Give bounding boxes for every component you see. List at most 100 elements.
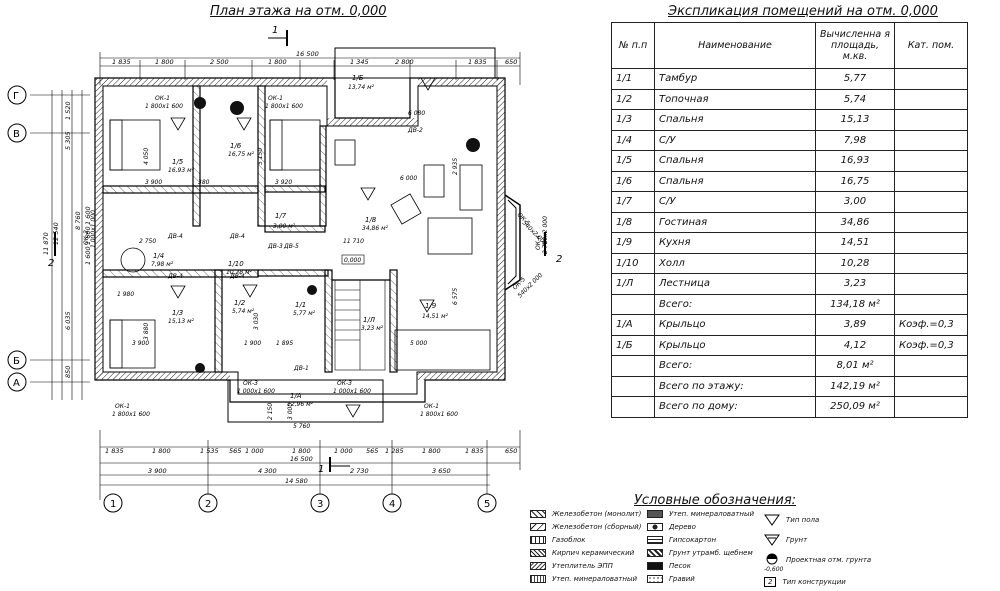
room-area: 3,23 м² — [361, 325, 384, 332]
floor-type-icon — [764, 514, 780, 526]
svg-text:ОК-1: ОК-1 — [115, 403, 130, 410]
svg-text:1 835: 1 835 — [105, 447, 124, 455]
svg-text:1 345: 1 345 — [350, 58, 369, 66]
room-area: 15,13 м² — [168, 318, 195, 325]
bottom-dimensions — [99, 430, 521, 500]
svg-text:12 540: 12 540 — [52, 222, 60, 245]
table-row-total: Всего:8,01 м² — [611, 355, 968, 377]
svg-text:650: 650 — [505, 58, 517, 66]
svg-text:2 150: 2 150 — [267, 403, 274, 420]
svg-text:2 750: 2 750 — [139, 238, 156, 245]
legend-item: Утеп. минераловатный — [647, 510, 754, 518]
svg-text:4 050: 4 050 — [143, 148, 150, 165]
kitchen-counter — [394, 329, 491, 371]
svg-text:1 800х1 600: 1 800х1 600 — [112, 411, 150, 418]
svg-text:1 800: 1 800 — [155, 58, 174, 66]
room-label: 1/Б — [352, 74, 364, 82]
swatch-drywall — [647, 536, 663, 544]
svg-text:3 900: 3 900 — [148, 467, 167, 475]
svg-text:1 895: 1 895 — [276, 340, 293, 347]
svg-text:ОК-1: ОК-1 — [155, 95, 170, 102]
swatch-concrete-precast — [530, 523, 546, 531]
swatch-concrete-monolith — [530, 510, 546, 518]
ground-level-value: -0,600 — [764, 566, 784, 573]
svg-text:565: 565 — [366, 447, 378, 455]
room-label: 1/5 — [172, 158, 184, 166]
table-header-row: № п.п Наименование Вычисленна я площадь,… — [611, 22, 968, 69]
svg-text:ДВ-5: ДВ-5 — [283, 243, 299, 250]
svg-text:11 870: 11 870 — [42, 232, 50, 255]
swatch-mineral-wool — [530, 575, 546, 583]
ground-icon — [764, 534, 780, 546]
table-row-total: Всего по дому:250,09 м² — [611, 396, 968, 418]
svg-text:14 580: 14 580 — [285, 477, 308, 485]
header-area: Вычисленна я площадь, м.кв. — [815, 22, 895, 69]
svg-text:ОК-3: ОК-3 — [243, 380, 258, 387]
room-area: 5,77 м² — [293, 310, 316, 317]
svg-text:1 535: 1 535 — [200, 447, 219, 455]
inner-dimension-labels: 3 900 380 3 920 6 000 2 750 6 080 1 980 … — [117, 110, 459, 430]
svg-text:3 000: 3 000 — [287, 403, 294, 420]
plants — [194, 97, 480, 373]
room-label: 1/1 — [295, 301, 306, 309]
svg-text:ДВ-4: ДВ-4 — [167, 273, 183, 280]
svg-text:ДВ-4: ДВ-4 — [167, 233, 183, 240]
svg-text:1 835: 1 835 — [468, 58, 487, 66]
legend-item: Гравий — [647, 575, 695, 583]
room-label: 1/3 — [172, 309, 183, 317]
svg-text:ДВ-3: ДВ-3 — [267, 243, 283, 250]
room-area: 12,96 м² — [287, 401, 314, 408]
svg-text:1 600: 1 600 — [84, 226, 92, 245]
explication-title: Экспликация помещений на отм. 0,000 — [668, 4, 938, 19]
section-label-top: 1 — [272, 25, 278, 36]
svg-text:1 800х1 600: 1 800х1 600 — [145, 103, 183, 110]
legend-item: Грунт утрамб. щебнем — [647, 549, 753, 557]
bed-room-1-5 — [109, 119, 161, 171]
svg-text:1 285: 1 285 — [385, 447, 404, 455]
legend-item: Железобетон (монолит) — [530, 510, 641, 518]
legend-item: Железобетон (сборный) — [530, 523, 641, 531]
table-row-total: Всего:134,18 м² — [611, 293, 968, 315]
svg-text:6 000: 6 000 — [400, 175, 417, 182]
svg-text:ДВ-2: ДВ-2 — [407, 127, 423, 134]
swatch-wood — [647, 523, 663, 531]
legend-item: Проектная отм. грунта — [764, 553, 871, 567]
legend-item: Песок — [647, 562, 691, 570]
legend-item: Гипсокартон — [647, 536, 716, 544]
legend-item: Грунт — [764, 534, 807, 546]
legend-item: Тип пола — [764, 514, 819, 526]
legend-item: Кирпич керамический — [530, 549, 634, 557]
axis-label-4: 4 — [389, 499, 395, 510]
room-area: 16,75 м² — [228, 151, 255, 158]
bottom-dimension-labels: 1 835 1 800 1 535 565 1 000 1 800 1 000 … — [105, 447, 517, 485]
plan-title: План этажа на отм. 0,000 — [210, 4, 387, 19]
svg-text:1 800: 1 800 — [292, 447, 311, 455]
svg-text:6 575: 6 575 — [452, 288, 459, 305]
room-area: 3,00 м² — [273, 223, 296, 230]
dining-table — [427, 217, 473, 255]
top-dimension-labels: 1 835 1 800 2 500 1 800 1 345 2 800 1 83… — [112, 50, 517, 66]
room-label: 1/8 — [365, 216, 377, 224]
svg-text:1 835: 1 835 — [465, 447, 484, 455]
svg-text:1 000х1 000: 1 000х1 000 — [90, 210, 97, 248]
legend-item: Утеплитель ЭПП — [530, 562, 613, 570]
axis-bubbles-bottom: 1 2 3 4 5 — [103, 493, 497, 513]
swatch-mineral-wool-dark — [647, 510, 663, 518]
swatch-gravel — [647, 575, 663, 583]
explication-table: № п.п Наименование Вычисленна я площадь,… — [611, 22, 968, 418]
axis-label-g: Г — [13, 91, 19, 102]
svg-text:650: 650 — [505, 447, 517, 455]
svg-text:1 600: 1 600 — [84, 206, 92, 225]
svg-text:1 800: 1 800 — [422, 447, 441, 455]
floor-type-markers — [170, 77, 436, 418]
svg-text:16 500: 16 500 — [290, 455, 313, 463]
stairs — [334, 279, 386, 371]
svg-text:1 600: 1 600 — [84, 246, 92, 265]
